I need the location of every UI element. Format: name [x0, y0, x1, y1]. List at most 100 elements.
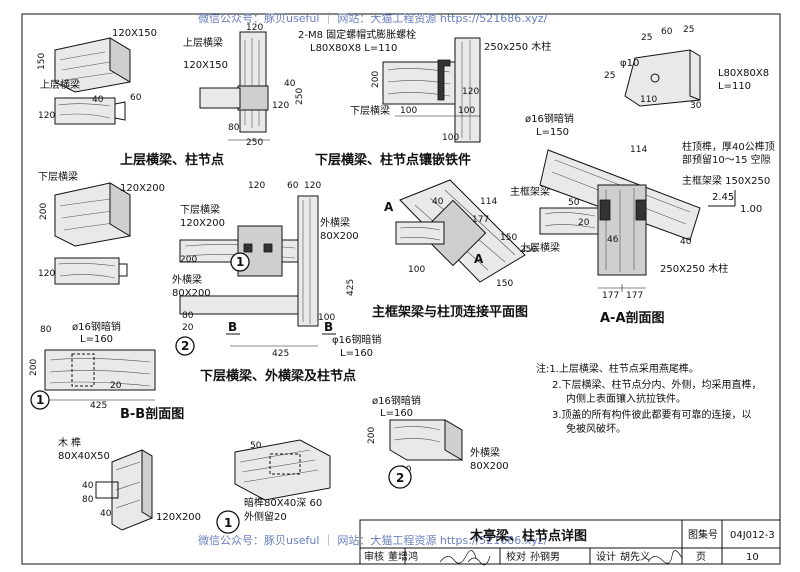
- dim-100a: 100: [400, 106, 417, 116]
- lower-beam-size-plan: 120X200: [180, 218, 225, 229]
- dim-120-top2: 120: [304, 181, 321, 191]
- dim-60-top: 60: [287, 181, 299, 191]
- section-b-right: B: [324, 320, 333, 334]
- bb-circle-1: 1: [36, 393, 44, 407]
- dim-120-lower: 120: [462, 87, 479, 97]
- upper-beam-plan: [54, 97, 116, 125]
- dim-200: 200: [371, 71, 381, 88]
- aa-dim-50: 50: [568, 198, 580, 208]
- note-0: 注:1.上层横梁、柱节点采用燕尾榫。: [536, 362, 699, 375]
- pin-label: φ16钢暗销: [332, 333, 381, 346]
- plan-view: A A 114 40 177 150 250 100 150 主框架梁与柱顶连接…: [372, 179, 537, 320]
- note-2: 3.顶盖的所有构件彼此都要有可靠的连接，以: [552, 408, 752, 421]
- page-label: 页: [696, 551, 706, 563]
- drawing-title: 木亭梁、柱节点详图: [469, 528, 587, 544]
- title-block: 木亭梁、柱节点详图 图集号 04J012-3 审核 董增鸿 校对 孙钢男 设计 …: [359, 519, 781, 566]
- d1-dim-40: 40: [82, 481, 94, 491]
- d2-pin-length: L=160: [380, 408, 413, 419]
- detail-2-view: ø16钢暗销 L=160 200 80 外横梁 80X200 2: [367, 394, 509, 489]
- dim-200-left: 200: [39, 203, 49, 220]
- sheet-label: 图集号: [688, 528, 718, 541]
- dim-30: 30: [690, 101, 702, 111]
- dim-40: 40: [92, 95, 104, 105]
- signature-design: [647, 550, 683, 564]
- column-label: 250x250 木柱: [484, 40, 551, 53]
- notes-block: 注:1.上层横梁、柱节点采用燕尾榫。 2.下层横梁、柱节点分内、外侧，均采用直榫…: [536, 362, 762, 435]
- dim-250-plan: 250: [520, 245, 537, 255]
- bb-title: B-B剖面图: [120, 406, 184, 422]
- d1-tenon-size: 80X40X50: [58, 451, 110, 462]
- aa-column: [597, 184, 647, 276]
- dim-25c: 25: [604, 71, 615, 81]
- upper-beam-size-2: 120X150: [183, 60, 228, 71]
- hole-label: φ10: [620, 58, 639, 69]
- section-aa-view: ø16钢暗销 L=150 柱顶榫，厚40公榫顶 部预留10～15 空隙 114 …: [510, 112, 775, 326]
- dim-425-h: 425: [272, 349, 289, 359]
- dim-150-plan-b: 150: [496, 279, 513, 289]
- dim-25a: 25: [641, 33, 652, 43]
- upper-joint-view: 120X150 150 上层横梁 120 60 40 上层横梁 120X150 …: [37, 23, 305, 168]
- lower-beam-label-plan: 下层横梁: [180, 203, 220, 216]
- designer-name: 胡先义: [620, 550, 650, 563]
- lower-outer-view: 120 60 120 下层横梁 120X200 外横梁 80X200 外横梁 8…: [172, 181, 381, 384]
- dim-100-plan-a: 100: [408, 265, 425, 275]
- aa-dim-177a: 177: [602, 291, 619, 301]
- dim-60-angle: 60: [661, 27, 673, 37]
- upper-beam-label-2: 上层横梁: [183, 36, 223, 49]
- section-a-right: A: [474, 252, 484, 266]
- dim-80-plan: 80: [182, 311, 194, 321]
- outer-beam-vertical: [297, 195, 319, 327]
- signature-check: [467, 555, 491, 566]
- dim-120-left: 120: [38, 269, 55, 279]
- sheet-no: 04J012-3: [730, 530, 775, 541]
- dim-100-plan: 100: [318, 313, 335, 323]
- dim-177-plan: 177: [472, 215, 489, 225]
- angle-detail-view: 25 60 25 φ10 25 L80X80X8 L=110 110 30: [604, 25, 769, 111]
- dim-60: 60: [130, 93, 142, 103]
- aa-main-beam: 主框架梁: [510, 185, 550, 198]
- aa-purlin-2: 部预留10～15 空隙: [682, 153, 771, 166]
- bb-circle-2: 2: [181, 339, 189, 353]
- bb-dim-20: 20: [110, 381, 122, 391]
- dim-40b: 40: [284, 79, 296, 89]
- d1-mortise-block: [234, 439, 331, 501]
- bb-dim-200: 200: [29, 359, 39, 376]
- d1-dim-40b: 40: [100, 509, 112, 519]
- d2-pin-label: ø16钢暗销: [372, 394, 421, 407]
- d1-dim-50: 50: [250, 441, 262, 451]
- plan-beam-h: [395, 221, 445, 245]
- lower-insert-view: 2-M8 固定螺帽式膨胀螺栓 L80X80X8 L=110 250x250 木柱…: [298, 28, 551, 168]
- d1-mortise-label: 暗榫80X40深 60: [244, 496, 322, 509]
- angle-label: L80X80X8 L=110: [310, 43, 397, 54]
- lower-beam-label: 下层横梁: [350, 104, 390, 117]
- dim-150: 150: [37, 53, 47, 70]
- section-a-left: A: [384, 200, 394, 214]
- d2-circle-marker: 2: [396, 471, 404, 485]
- dim-114-plan: 114: [480, 197, 497, 207]
- check-label: 校对: [506, 550, 526, 563]
- d1-tenon: 木 榫: [58, 436, 81, 449]
- lower-column: [454, 37, 481, 143]
- watermark-top: 微信公众号：豚贝useful ｜ 网站：大猫工程资源 https://52168…: [198, 11, 548, 25]
- outer-beam2-label: 外横梁: [172, 273, 202, 286]
- dim-120-top: 120: [248, 181, 265, 191]
- d2-outer-size: 80X200: [470, 461, 509, 472]
- dim-20-plan: 20: [182, 323, 194, 333]
- dim-40-plan: 40: [432, 197, 444, 207]
- design-label: 设计: [596, 550, 616, 563]
- page-no: 10: [746, 552, 759, 563]
- angle-detail-label: L80X80X8: [718, 68, 769, 79]
- detail-1-view: 木 榫 80X40X50 40 80 40 120X200 50 暗榫80X40…: [58, 436, 331, 534]
- section-b-left: B: [228, 320, 237, 334]
- bb-dim-80: 80: [40, 325, 52, 335]
- dim-100c: 100: [442, 133, 459, 143]
- bolt-label: 2-M8 固定螺帽式膨胀螺栓: [298, 28, 416, 41]
- aa-upper-beam-label: 上层横梁: [520, 241, 560, 254]
- d1-outer-label: 外侧留20: [244, 510, 287, 523]
- upper-joint-title: 上层横梁、柱节点: [120, 152, 224, 168]
- review-label: 审核: [364, 550, 384, 563]
- upper-beam-label-1: 上层横梁: [40, 78, 80, 91]
- lower-beam-left-size: 120X200: [120, 183, 165, 194]
- aa-purlin-1: 柱顶榫，厚40公榫顶: [682, 140, 775, 153]
- d1-dim-80: 80: [82, 495, 94, 505]
